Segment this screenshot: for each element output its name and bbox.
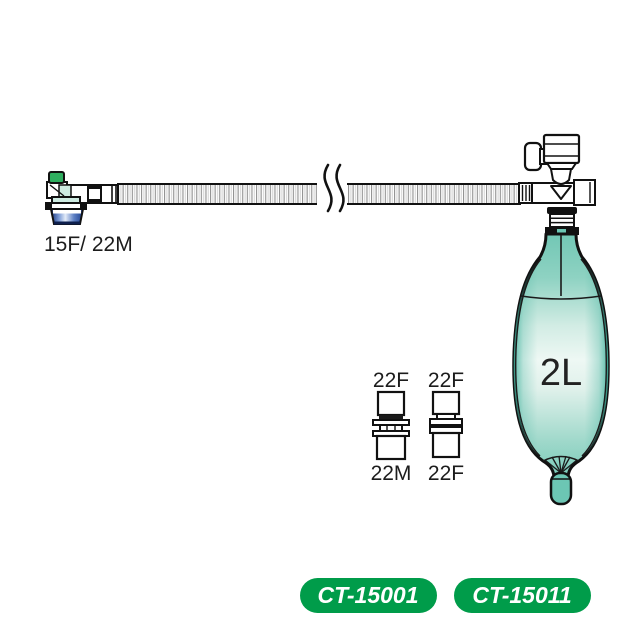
elbow-cap: [48, 171, 65, 184]
bag-tail: [549, 471, 573, 506]
t-inner-cone: [550, 185, 572, 200]
bag-neck-connector: [545, 207, 579, 235]
tube-end-segment: [100, 184, 119, 204]
breathing-bag: 2L: [512, 232, 610, 506]
valve-cone: [549, 168, 573, 185]
valve-body: [542, 133, 581, 165]
patient-elbow-connector: [45, 171, 119, 225]
badge-ct-15011-label: CT-15011: [472, 582, 571, 608]
adapter-22f-22m: 22F 22M: [371, 369, 412, 485]
badge-ct-15001: [300, 578, 437, 613]
adapter1-bottom-label: 22M: [371, 462, 412, 485]
valve-knob: [523, 141, 543, 172]
elbow-window: [58, 184, 72, 198]
badge-ct-15001-label: CT-15001: [317, 582, 418, 608]
bag-neck-dash: [557, 229, 566, 233]
tube-break-mark: [317, 163, 347, 213]
bag-volume-label: 2L: [540, 352, 582, 394]
t-right-port: [573, 179, 596, 206]
adapter2-bottom-label: 22F: [428, 462, 464, 485]
badge-ct-15011: [454, 578, 591, 613]
adapter1-top-label: 22F: [373, 369, 409, 392]
adapter-22f-22f: 22F 22F: [428, 369, 464, 485]
left-connector-label: 15F/ 22M: [44, 233, 133, 256]
product-code-badges: CT-15001 CT-15011: [300, 578, 591, 613]
valve: [523, 133, 581, 185]
t-piece: [518, 179, 596, 206]
adapter2-top-label: 22F: [428, 369, 464, 392]
